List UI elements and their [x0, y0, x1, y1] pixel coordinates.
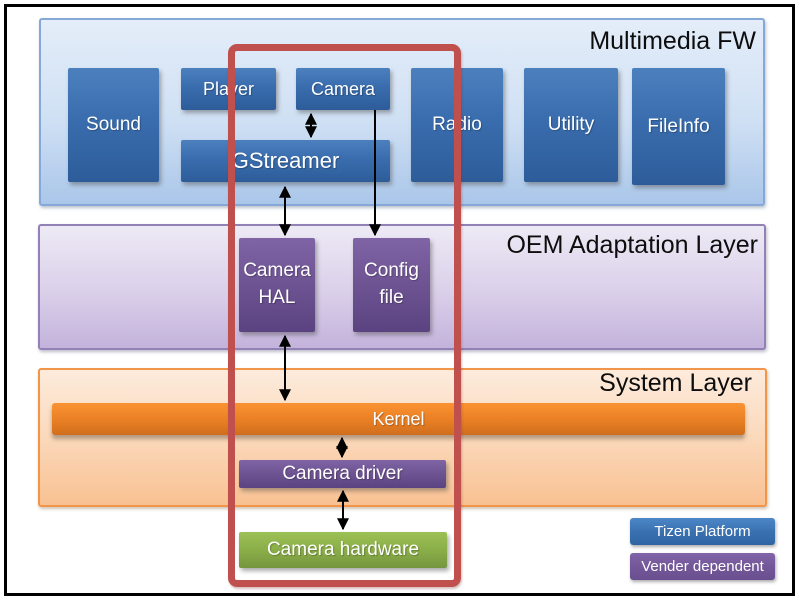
camera-hal-box: Camera HAL — [239, 238, 315, 332]
gstreamer-box: GStreamer — [181, 140, 390, 182]
fileinfo-box: FileInfo — [632, 68, 725, 185]
config-file-box: Config file — [353, 238, 430, 332]
camera-driver-box: Camera driver — [239, 460, 446, 488]
multimedia-fw-title: Multimedia FW — [589, 27, 756, 55]
camera-box: Camera — [296, 68, 390, 110]
camera-hardware-box: Camera hardware — [239, 532, 447, 568]
legend-tizen-platform: Tizen Platform — [630, 518, 775, 545]
camera-path-highlight — [228, 44, 461, 587]
sound-box: Sound — [68, 68, 159, 182]
kernel-bar: Kernel — [52, 403, 745, 435]
oem-adaptation-layer-title: OEM Adaptation Layer — [506, 231, 758, 259]
utility-box: Utility — [524, 68, 618, 182]
system-layer-title: System Layer — [599, 369, 752, 397]
outer-border — [4, 4, 795, 596]
legend-vendor-dependent: Vender dependent — [630, 553, 775, 580]
